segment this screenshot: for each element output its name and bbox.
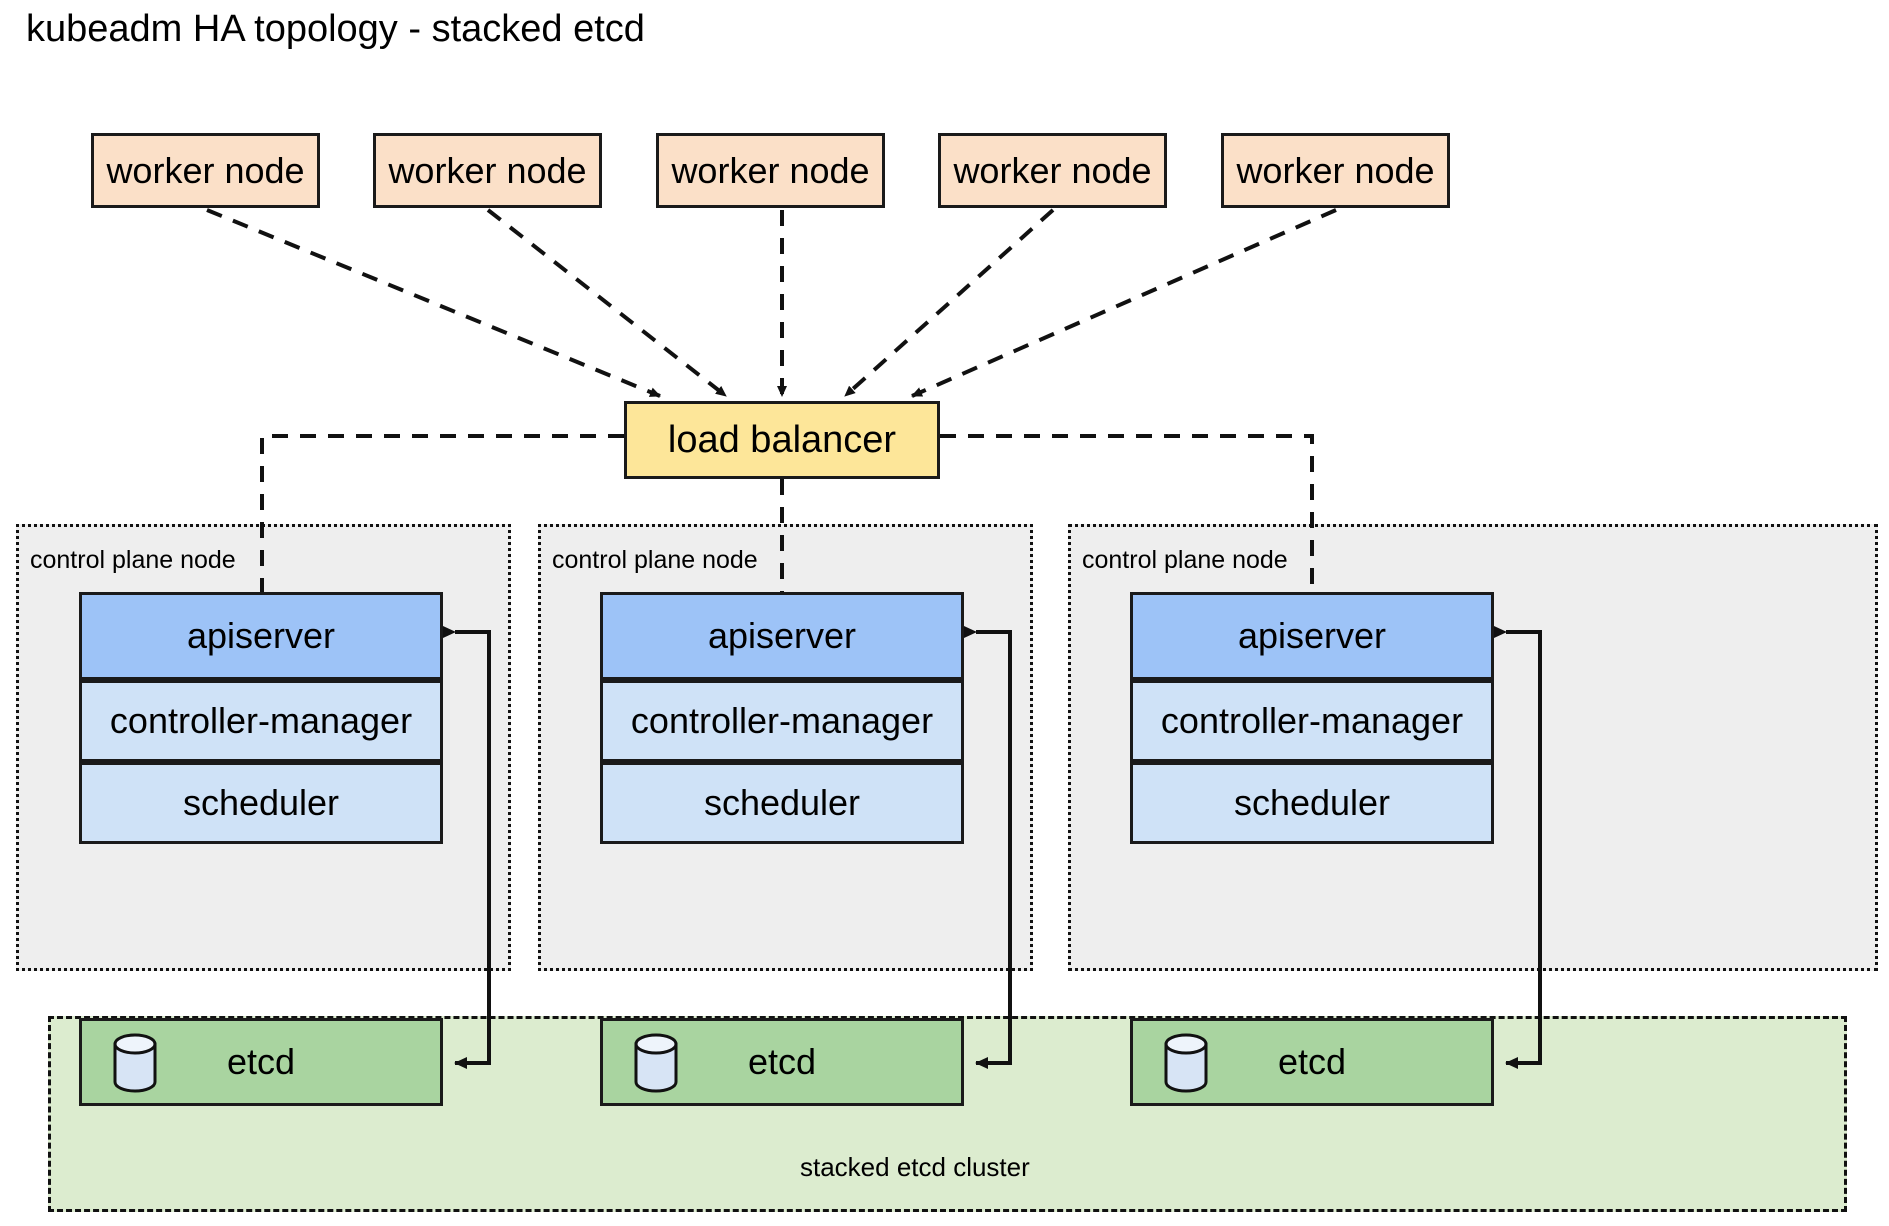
scheduler-1[interactable]: scheduler <box>79 762 443 844</box>
scheduler-label: scheduler <box>182 782 340 823</box>
worker-node-label: worker node <box>671 149 870 191</box>
edge-worker1-lb <box>206 208 661 398</box>
worker-node-3[interactable]: worker node <box>656 133 885 208</box>
database-cylinder-icon <box>634 1033 678 1093</box>
etcd-label: etcd <box>1277 1041 1347 1082</box>
worker-node-5[interactable]: worker node <box>1221 133 1450 208</box>
worker-node-4[interactable]: worker node <box>938 133 1167 208</box>
controller-manager-3[interactable]: controller-manager <box>1130 680 1494 762</box>
controller-manager-2[interactable]: controller-manager <box>600 680 964 762</box>
controller-manager-1[interactable]: controller-manager <box>79 680 443 762</box>
edge-worker2-lb <box>486 208 728 398</box>
edge-worker5-lb <box>911 208 1337 398</box>
load-balancer-label: load balancer <box>667 418 897 461</box>
load-balancer[interactable]: load balancer <box>624 401 940 479</box>
database-cylinder-icon <box>1164 1033 1208 1093</box>
apiserver-1[interactable]: apiserver <box>79 592 443 680</box>
diagram-title: kubeadm HA topology - stacked etcd <box>26 8 645 50</box>
worker-node-label: worker node <box>1236 149 1435 191</box>
worker-node-2[interactable]: worker node <box>373 133 602 208</box>
scheduler-label: scheduler <box>1233 782 1391 823</box>
controller-manager-label: controller-manager <box>630 700 934 741</box>
stacked-etcd-cluster-label: stacked etcd cluster <box>800 1152 1030 1182</box>
control-plane-node-1-label: control plane node <box>30 546 236 574</box>
scheduler-2[interactable]: scheduler <box>600 762 964 844</box>
scheduler-label: scheduler <box>703 782 861 823</box>
control-plane-node-2-label: control plane node <box>552 546 758 574</box>
control-plane-node-3-label: control plane node <box>1082 546 1288 574</box>
edge-worker4-lb <box>843 208 1055 398</box>
worker-node-label: worker node <box>388 149 587 191</box>
controller-manager-label: controller-manager <box>1160 700 1464 741</box>
database-cylinder-icon <box>113 1033 157 1093</box>
apiserver-label: apiserver <box>186 615 336 656</box>
scheduler-3[interactable]: scheduler <box>1130 762 1494 844</box>
apiserver-3[interactable]: apiserver <box>1130 592 1494 680</box>
apiserver-label: apiserver <box>1237 615 1387 656</box>
etcd-label: etcd <box>226 1041 296 1082</box>
worker-node-label: worker node <box>106 149 305 191</box>
etcd-label: etcd <box>747 1041 817 1082</box>
worker-to-lb-edges <box>206 208 1337 398</box>
worker-node-label: worker node <box>953 149 1152 191</box>
worker-node-1[interactable]: worker node <box>91 133 320 208</box>
apiserver-label: apiserver <box>707 615 857 656</box>
apiserver-2[interactable]: apiserver <box>600 592 964 680</box>
controller-manager-label: controller-manager <box>109 700 413 741</box>
